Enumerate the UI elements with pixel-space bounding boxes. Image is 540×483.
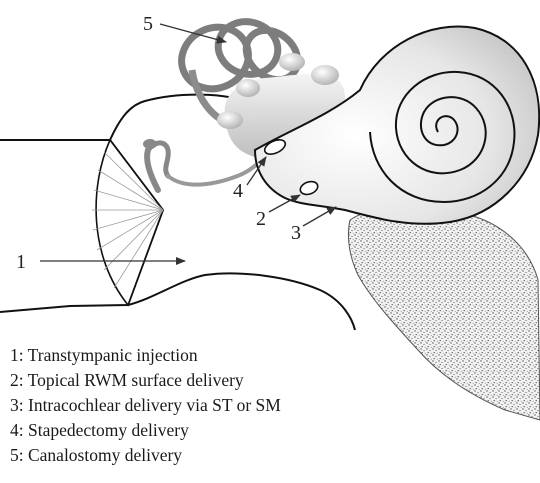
- callout-2-label: 2: [256, 208, 266, 230]
- callout-4-label: 4: [233, 180, 243, 202]
- legend-item-transtympanic: 1: Transtympanic injection: [10, 343, 281, 368]
- temporal-bone: [348, 206, 540, 420]
- delivery-methods-legend: 1: Transtympanic injection 2: Topical RW…: [10, 343, 281, 468]
- tympanic-membrane: [92, 140, 163, 305]
- legend-item-canalostomy: 5: Canalostomy delivery: [10, 443, 281, 468]
- legend-item-stapedectomy: 4: Stapedectomy delivery: [10, 418, 281, 443]
- legend-item-intracochlear: 3: Intracochlear delivery via ST or SM: [10, 393, 281, 418]
- callout-3-label: 3: [291, 222, 301, 244]
- callout-5-label: 5: [143, 13, 153, 35]
- legend-item-rwm-surface: 2: Topical RWM surface delivery: [10, 368, 281, 393]
- callout-1-label: 1: [16, 251, 26, 273]
